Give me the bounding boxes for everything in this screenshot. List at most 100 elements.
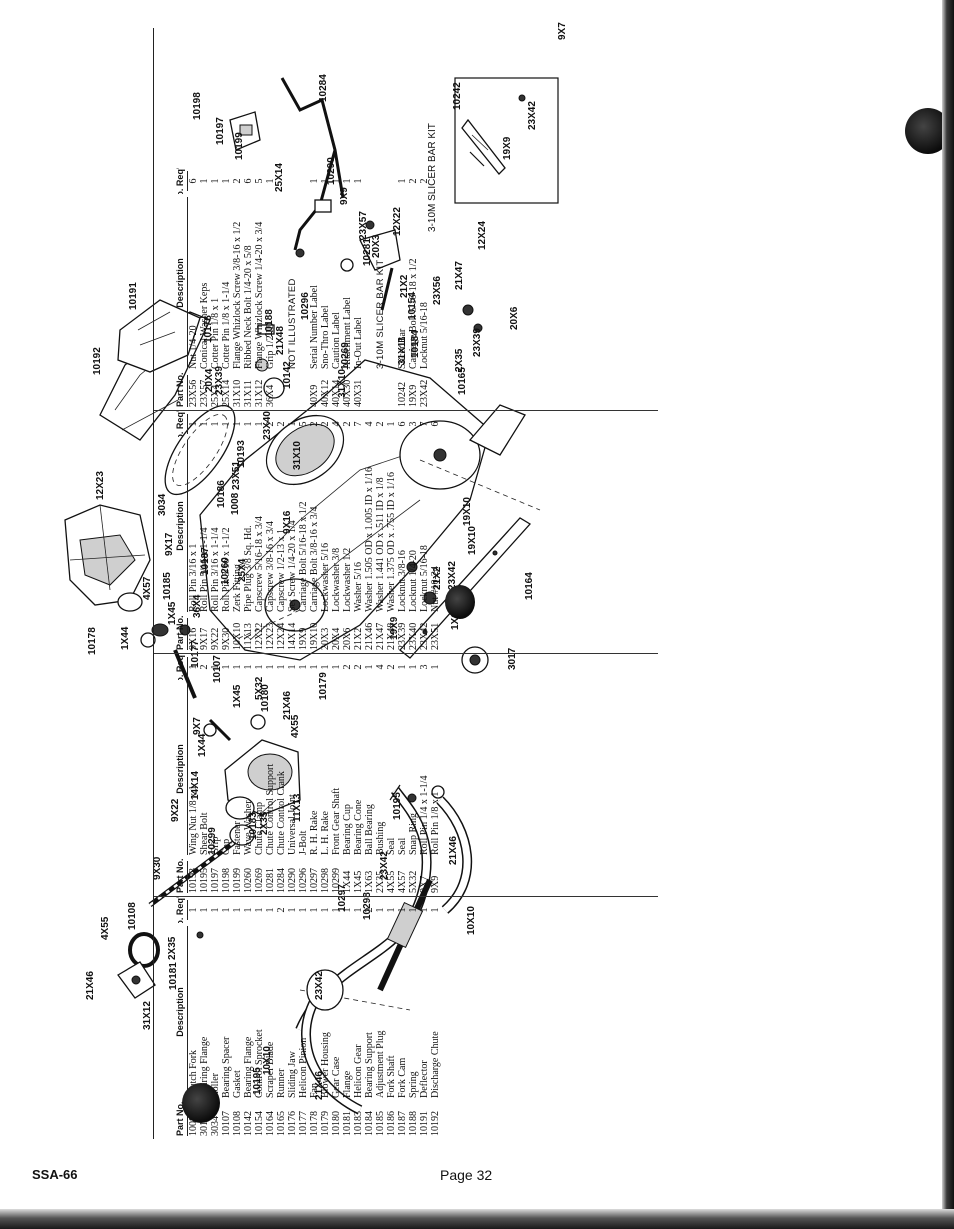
- table-cell-part-number: 10197: [210, 868, 221, 893]
- table-cell-quantity-required: 2: [265, 421, 276, 427]
- table-cell-quantity-required: 1: [188, 664, 199, 670]
- part-callout-label: 23X42: [447, 561, 458, 590]
- part-callout-label: 10187: [200, 547, 211, 575]
- table-cell-quantity-required: 1: [199, 907, 210, 913]
- table-cell-quantity-required: 1: [243, 664, 254, 670]
- part-callout-label: 10195: [392, 792, 403, 820]
- scan-edge-right: [942, 0, 954, 1229]
- part-callout-label: 31X10: [337, 369, 348, 398]
- table-cell-quantity-required: 1: [298, 664, 309, 670]
- table-cell-description: Discharge Chute: [430, 1031, 441, 1098]
- table-cell-part-number: 2X35: [375, 870, 386, 893]
- table-cell-part-number: 10181: [342, 1111, 353, 1136]
- table-cell-description: J-Bolt: [298, 830, 309, 855]
- table-cell-quantity-required: 1: [353, 178, 364, 184]
- table-cell-part-number: 40X31: [353, 379, 364, 407]
- table-cell-description: Zerk Fitting: [232, 563, 243, 612]
- part-callout-label: 10290: [326, 157, 337, 185]
- table-cell-description: Lockwasher 1/2: [342, 547, 353, 612]
- table-cell-part-number: 10260: [243, 868, 254, 893]
- table-cell-part-number: 12X22: [254, 622, 265, 650]
- part-callout-label: 21X46: [448, 836, 459, 865]
- table-cell-quantity-required: 1: [364, 664, 375, 670]
- quantity-required-header: No. Req'd.: [154, 897, 188, 923]
- table-cell-quantity-required: 1: [221, 178, 232, 184]
- table-cell-description: Fork Shaft: [386, 1055, 397, 1099]
- table-cell-description: Set Screw 1/4-20 x 1/4: [287, 520, 298, 612]
- part-callout-label: 21X2: [399, 274, 410, 298]
- table-cell-part-number: 10185: [375, 1111, 386, 1136]
- table-cell-part-number: 10290: [287, 868, 298, 893]
- table-cell-quantity-required: 1: [320, 178, 331, 184]
- table-cell-description: Flange Whizlock Screw 3/8-16 x 1/2: [232, 221, 243, 369]
- table-cell-description: Flange: [342, 1070, 353, 1098]
- part-callout-label: 23X42: [527, 101, 538, 130]
- front-gear-shaft-drawing: [148, 799, 277, 908]
- table-cell-quantity-required: 6: [430, 421, 441, 427]
- table-cell-description: Pipe Plug 3/8 Sq. Hd.: [243, 525, 254, 612]
- part-callout-label: 10198: [192, 92, 203, 120]
- table-cell-description: Sliding Jaw: [287, 1051, 298, 1098]
- part-callout-label: 23X40: [262, 411, 273, 440]
- table-cell-part-number: 19X9: [408, 384, 419, 407]
- table-cell-quantity-required: 1: [419, 907, 430, 913]
- part-callout-label: 23X42: [379, 851, 390, 880]
- table-cell-quantity-required: 1: [232, 907, 243, 913]
- table-cell-quantity-required: [375, 171, 386, 191]
- table-cell-part-number: 9X9: [430, 875, 441, 893]
- part-callout-label: 25X14: [274, 163, 285, 192]
- table-cell-quantity-required: 1: [331, 178, 342, 184]
- table-cell-quantity-required: 1: [210, 907, 221, 913]
- table-cell-description: Roll Pin 3/16 x 1: [188, 543, 199, 612]
- table-cell-part-number: 23X42: [419, 622, 430, 650]
- table-cell-description: Washer 1.505 OD x 1.005 ID x 1/16: [364, 466, 375, 612]
- table-cell-description: Snap Ring: [408, 813, 419, 855]
- part-callout-label: 3034: [157, 493, 168, 516]
- table-cell-quantity-required: 6: [397, 421, 408, 427]
- table-cell-quantity-required: 1: [232, 421, 243, 427]
- part-callout-label: 5X32: [254, 676, 265, 700]
- part-callout-label: 21X46: [314, 1071, 325, 1100]
- table-cell-quantity-required: 1: [331, 907, 342, 913]
- table-cell-description: Cap: [221, 838, 232, 855]
- part-callout-label: 12X22: [392, 207, 403, 236]
- table-cell-part-number: 10195: [199, 868, 210, 893]
- table-cell-description: Bearing Flange: [199, 1036, 210, 1098]
- table-cell-description: Carriage Bolt 5/16-18 x 1/2: [298, 501, 309, 612]
- table-cell-part-number: 10193: [188, 868, 199, 893]
- part-number-header: Part No.: [154, 615, 188, 650]
- table-cell-part-number: 9X17: [199, 627, 210, 650]
- table-cell-description: Adjustment Plug: [375, 1030, 386, 1098]
- table-cell-quantity-required: 4: [331, 421, 342, 427]
- table-cell-part-number: 23X57: [199, 379, 210, 407]
- auger-rakes-drawing: [295, 786, 473, 1115]
- part-callout-label: 21X46: [282, 691, 293, 720]
- table-cell-description: Lockwasher 3/8: [331, 547, 342, 612]
- table-cell-quantity-required: 3: [419, 664, 430, 670]
- part-callout-label: 23X39: [472, 328, 483, 357]
- table-cell-quantity-required: 1: [243, 421, 254, 427]
- table-cell-quantity-required: 1: [254, 421, 265, 427]
- table-cell-quantity-required: 6: [188, 178, 199, 184]
- part-callout-label: 2X35: [454, 348, 465, 372]
- table-cell-part-number: 10242: [397, 382, 408, 407]
- table-cell-description: Bearing Cup: [342, 804, 353, 855]
- table-cell-quantity-required: 1: [397, 178, 408, 184]
- table-cell-description: Deflector: [419, 1060, 430, 1098]
- table-cell-description: Cotter Pin 1/8 x 1: [210, 297, 221, 369]
- table-cell-quantity-required: 2: [309, 421, 320, 427]
- part-callout-label: 1008: [230, 492, 241, 515]
- part-callout-label: 21X48: [275, 326, 286, 355]
- part-number-header: Part No.: [154, 858, 188, 893]
- part-callout-label: 10X10: [262, 1046, 273, 1075]
- table-cell-quantity-required: 7: [419, 421, 430, 427]
- table-cell-part-number: 10108: [232, 1111, 243, 1136]
- table-cell-description: L. H. Rake: [320, 811, 331, 855]
- table-cell-quantity-required: 7: [353, 421, 364, 427]
